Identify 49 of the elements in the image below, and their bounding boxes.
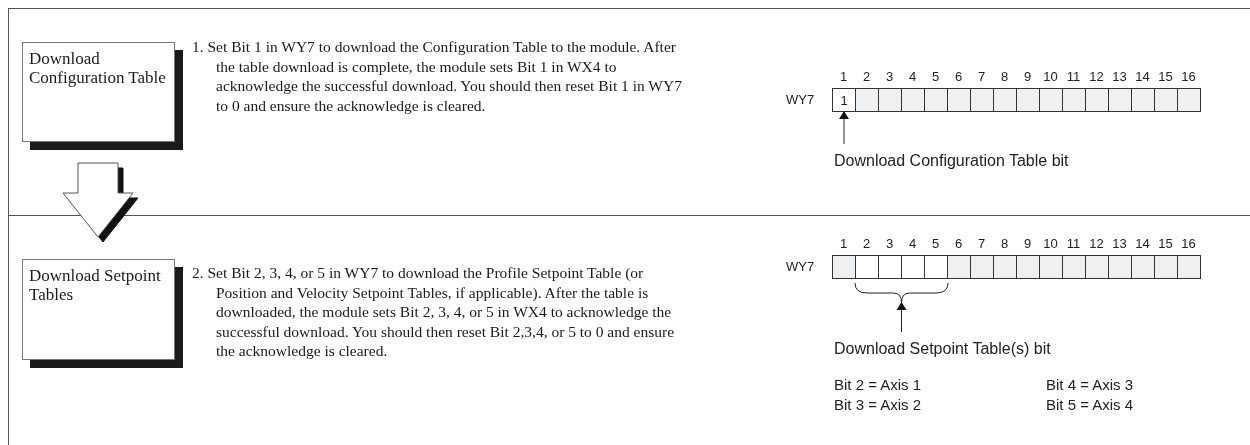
bit-number: 10 [1042, 70, 1059, 85]
block-arrow [62, 162, 134, 238]
bit-number: 16 [1180, 70, 1197, 85]
bit-number: 14 [1134, 237, 1151, 252]
leader-arrow [896, 302, 907, 333]
bit-number: 11 [1065, 70, 1082, 85]
bit-number: 13 [1111, 237, 1128, 252]
bit-number: 9 [1022, 237, 1033, 252]
bit-number: 2 [861, 237, 872, 252]
bit-number: 11 [1065, 237, 1082, 252]
step-description: 2. Set Bit 2, 3, 4, or 5 in WY7 to download the Profile Setpoint Table (or Position and Velocity Setpoint Tables, if applicable). After the table is downloaded, the module sets Bit 2, 3, 4, or 5 in WX4 to acknowledge the successful download. You should then reset Bit 2,3,4, or 5 to 0 and ensure the acknowledge is cleared. [192, 263, 676, 361]
bit-number: 1 [838, 237, 849, 252]
step-title: Download Configuration Table [29, 49, 167, 87]
bit-number: 5 [930, 237, 941, 252]
curly-brace [855, 283, 948, 303]
axis-note: Bit 3 = Axis 2 [834, 397, 922, 414]
bit-number: 7 [976, 237, 987, 252]
step-description: 1. Set Bit 1 in WY7 to download the Configuration Table to the module. After the table download is complete, the module sets Bit 1 in WX4 to acknowledge the successful download. You should then reset Bit 1 in WY7 to 0 and ensure the acknowledge is cleared. [192, 37, 683, 115]
bit-number: 15 [1157, 237, 1174, 252]
bit-number: 6 [953, 237, 964, 252]
axis-note: Bit 2 = Axis 1 [834, 377, 922, 394]
bit-number: 4 [907, 70, 918, 85]
bit-number: 1 [838, 70, 849, 85]
bit-number: 6 [953, 70, 964, 85]
axis-note: Bit 4 = Axis 3 [1046, 377, 1134, 394]
bit-number: 8 [999, 70, 1010, 85]
bit-number: 3 [884, 237, 895, 252]
bit-number: 13 [1111, 70, 1128, 85]
bit-number: 16 [1180, 237, 1197, 252]
bit-number: 8 [999, 237, 1010, 252]
bit-number: 4 [907, 237, 918, 252]
bit-number: 12 [1088, 70, 1105, 85]
callout-text: Download Setpoint Table(s) bit [834, 340, 1051, 358]
bit-number: 14 [1134, 70, 1151, 85]
bit-number: 5 [930, 70, 941, 85]
callout-text: Download Configuration Table bit [834, 152, 1069, 170]
axis-note: Bit 5 = Axis 4 [1046, 397, 1134, 414]
bit-number: 9 [1022, 70, 1033, 85]
bit-number: 7 [976, 70, 987, 85]
bit-number: 15 [1157, 70, 1174, 85]
step-title: Download Setpoint Tables [29, 266, 162, 304]
bit-number: 3 [884, 70, 895, 85]
bit-cell: 1 [832, 88, 856, 112]
bit-number: 2 [861, 70, 872, 85]
register-name: WY7 [786, 260, 815, 275]
bit-number: 12 [1088, 237, 1105, 252]
bit-number: 10 [1042, 237, 1059, 252]
register-name: WY7 [786, 93, 815, 108]
leader-arrow [839, 111, 849, 145]
